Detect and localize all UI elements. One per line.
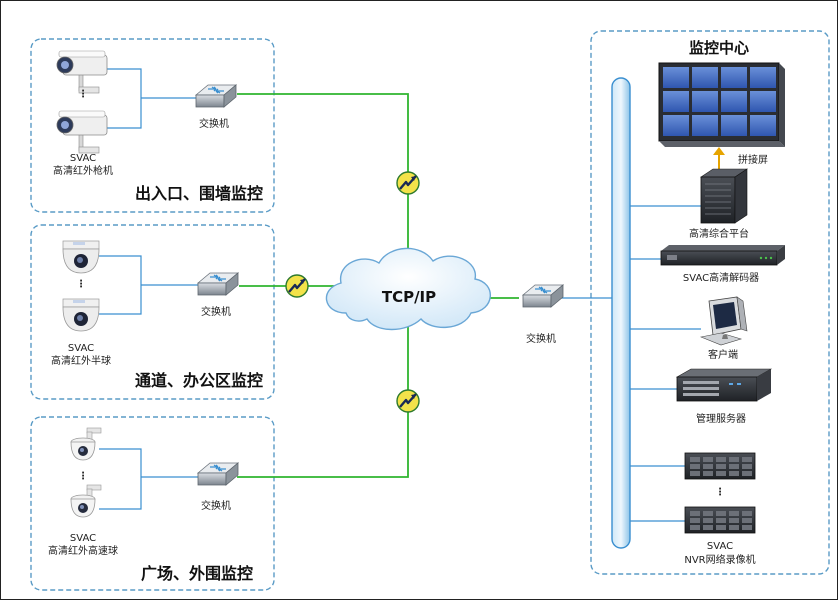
cloud-label: TCP/IP [382, 288, 436, 306]
network-bus [611, 77, 631, 549]
dome-camera-icon [62, 298, 100, 332]
zone-entrance-box [30, 38, 275, 213]
client-pc-icon [699, 296, 748, 346]
speed-dome-camera-icon [70, 427, 102, 461]
monitoring-center-title: 监控中心 [689, 39, 749, 57]
zone-office-box [30, 224, 275, 400]
lan-links [99, 68, 199, 510]
zone-plaza-switch-label: 交换机 [201, 499, 231, 512]
device-label-client: 客户端 [708, 348, 738, 361]
decoder-rack-icon [660, 245, 785, 266]
bus-branches [630, 205, 701, 522]
zone-plaza-title: 广场、外围监控 [141, 564, 253, 583]
speed-dome-camera-icon [70, 484, 102, 518]
switch-icon [197, 272, 239, 296]
management-server-icon [675, 368, 773, 402]
video-wall-icon [658, 62, 785, 147]
surge-protector-icon [395, 388, 421, 414]
zone-entrance-title: 出入口、围墙监控 [135, 184, 263, 203]
device-label-management-server: 管理服务器 [696, 412, 746, 425]
device-label-nvr-2: NVR网络录像机 [684, 553, 755, 566]
switch-icon [197, 462, 239, 486]
tcp-ip-cloud [325, 247, 491, 331]
device-label-decoder: SVAC高清解码器 [683, 271, 759, 284]
zone-office-camera-label-1: SVAC [68, 343, 94, 354]
surge-protector-icon [284, 273, 310, 299]
monitoring-center-box [590, 30, 830, 575]
device-label-nvr-1: SVAC [707, 541, 733, 552]
bullet-camera-icon [56, 110, 108, 154]
zone-plaza-camera-label-2: 高清红外高速球 [48, 544, 118, 557]
zone-plaza-camera-label-1: SVAC [70, 533, 96, 544]
ellipsis-dots: ⋮ [76, 279, 86, 290]
surge-protector-icon [395, 170, 421, 196]
nvr-icon [684, 506, 756, 534]
bullet-camera-icon [56, 50, 108, 94]
ellipsis-dots: ⋮ [78, 471, 88, 482]
zone-entrance-camera-label-1: SVAC [70, 153, 96, 164]
device-label-platform: 高清综合平台 [689, 227, 749, 240]
switch-icon [195, 84, 237, 108]
core-switch-icon [522, 284, 564, 308]
zone-office-switch-label: 交换机 [201, 305, 231, 318]
ellipsis-dots: ⋮ [715, 487, 725, 498]
dome-camera-icon [62, 240, 100, 274]
arrow-head-icon [713, 147, 725, 155]
zone-office-title: 通道、办公区监控 [135, 371, 263, 390]
zone-entrance-camera-label-2: 高清红外枪机 [53, 164, 113, 177]
zone-entrance-switch-label: 交换机 [199, 117, 229, 130]
zone-office-camera-label-2: 高清红外半球 [51, 354, 111, 367]
platform-chassis-icon [700, 168, 748, 224]
nvr-icon [684, 452, 756, 480]
core-switch-label: 交换机 [526, 332, 556, 345]
ellipsis-dots: ⋮ [78, 89, 88, 100]
zone-plaza-box [30, 416, 275, 591]
device-label-video-wall: 拼接屏 [738, 153, 768, 166]
